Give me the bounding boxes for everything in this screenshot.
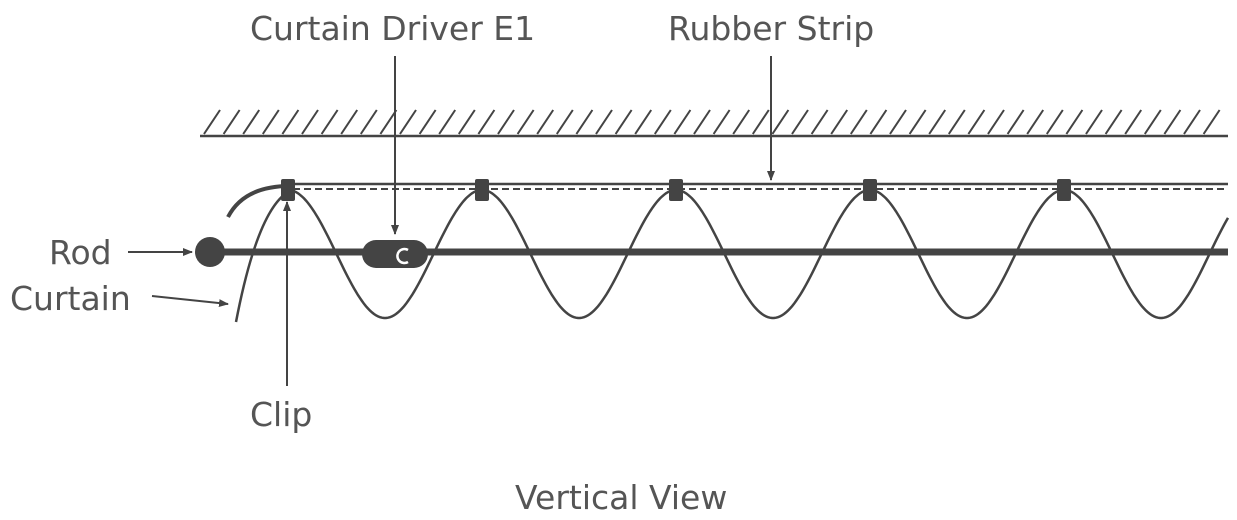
clips-group xyxy=(281,179,1071,201)
hatch-mark xyxy=(947,109,966,135)
hatch-mark xyxy=(1104,109,1123,135)
hatch-mark xyxy=(673,109,692,135)
rubber-strip-label: Rubber Strip xyxy=(668,9,875,48)
hatch-mark xyxy=(379,109,398,135)
hatch-mark xyxy=(987,109,1005,135)
hatch-mark xyxy=(1143,109,1162,135)
hatch-mark xyxy=(438,109,457,135)
rod-end-cap xyxy=(195,237,225,267)
hatch-mark xyxy=(320,109,339,135)
hatch-mark xyxy=(301,109,319,135)
curtain-driver-e1 xyxy=(362,240,428,268)
ceiling-hatching xyxy=(203,109,1221,135)
curtain-end-curve xyxy=(226,184,291,218)
rod-label: Rod xyxy=(49,233,112,272)
hatch-mark xyxy=(418,109,437,135)
hatch-mark xyxy=(653,109,672,135)
hatch-mark xyxy=(477,109,496,135)
hatch-mark xyxy=(555,109,574,135)
hatch-mark xyxy=(340,109,359,135)
hatch-mark xyxy=(889,109,907,135)
hatch-mark xyxy=(457,109,476,135)
hatch-mark xyxy=(1006,109,1025,135)
hatch-mark xyxy=(575,109,594,135)
hatch-mark xyxy=(693,109,711,135)
hatch-mark xyxy=(967,109,986,135)
hatch-mark xyxy=(222,109,241,135)
hatch-mark xyxy=(751,109,770,135)
hatch-mark xyxy=(359,109,378,135)
hatch-mark xyxy=(732,109,751,135)
hatch-mark xyxy=(1183,109,1201,135)
hatch-mark xyxy=(1045,109,1064,135)
hatch-mark xyxy=(242,109,261,135)
hatch-mark xyxy=(712,109,731,135)
hatch-mark xyxy=(497,109,515,135)
hatch-mark xyxy=(516,109,535,135)
view-caption: Vertical View xyxy=(515,478,728,517)
curtain-wave xyxy=(287,188,1230,320)
curtain-clip xyxy=(669,179,683,201)
hatch-mark xyxy=(1085,109,1103,135)
hatch-mark xyxy=(830,109,849,135)
hatch-mark xyxy=(908,109,927,135)
hatch-mark xyxy=(1202,109,1221,135)
hatch-mark xyxy=(810,109,829,135)
hatch-mark xyxy=(536,109,555,135)
hatch-mark xyxy=(1163,109,1182,135)
curtain-label: Curtain xyxy=(10,279,131,318)
curtain-clip xyxy=(281,179,295,201)
hatch-mark xyxy=(203,109,221,135)
hatch-mark xyxy=(1124,109,1143,135)
hatch-mark xyxy=(928,109,947,135)
hatch-mark xyxy=(771,109,790,135)
hatch-mark xyxy=(1065,109,1084,135)
curtain-driver-label: Curtain Driver E1 xyxy=(250,9,536,48)
hatch-mark xyxy=(595,109,613,135)
hatch-mark xyxy=(634,109,653,135)
hatch-mark xyxy=(281,109,300,135)
hatch-mark xyxy=(261,109,280,135)
curtain-clip xyxy=(1057,179,1071,201)
curtain-clip xyxy=(863,179,877,201)
hatch-mark xyxy=(614,109,633,135)
hatch-mark xyxy=(869,109,888,135)
hatch-mark xyxy=(399,109,417,135)
clip-label: Clip xyxy=(250,395,313,434)
hatch-mark xyxy=(791,109,809,135)
curtain-leader-arrow xyxy=(151,295,229,308)
hatch-mark xyxy=(1026,109,1045,135)
hatch-mark xyxy=(849,109,868,135)
curtain-left-edge xyxy=(234,190,289,323)
curtain-clip xyxy=(475,179,489,201)
